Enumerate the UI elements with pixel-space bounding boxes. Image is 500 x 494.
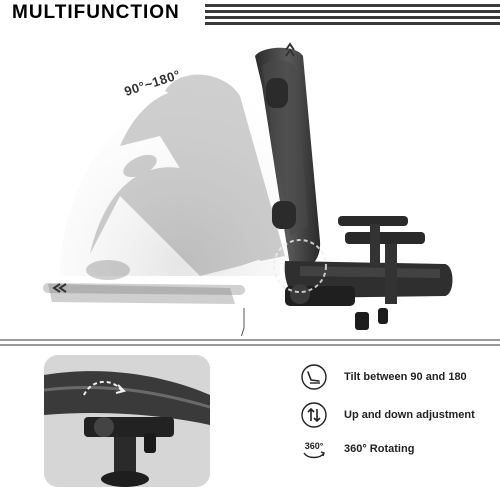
section-divider xyxy=(0,339,500,346)
rotate-360-icon-text: 360° xyxy=(305,441,324,451)
feature-rotate: 360° 360° Rotating xyxy=(300,434,414,464)
feature-height-label: Up and down adjustment xyxy=(344,409,475,421)
double-arrow-up-icon xyxy=(285,42,295,57)
recline-icon xyxy=(300,363,328,391)
recline-arc xyxy=(60,56,280,276)
recline-ghost-positions xyxy=(48,74,285,304)
chair-recline-illustration: 90°~180° xyxy=(0,26,500,367)
mechanism-closeup-graphic xyxy=(44,355,210,487)
up-down-arrows-icon xyxy=(300,401,328,429)
header: MULTIFUNCTION xyxy=(0,0,500,26)
feature-list: Tilt between 90 and 180 Up and down adju… xyxy=(300,360,500,490)
page-title: MULTIFUNCTION xyxy=(12,2,180,23)
chair-recline-graphic xyxy=(43,42,453,367)
rotate-360-icon: 360° xyxy=(300,435,328,463)
feature-tilt: Tilt between 90 and 180 xyxy=(300,362,467,392)
chair xyxy=(255,47,453,330)
feature-height: Up and down adjustment xyxy=(300,400,475,430)
double-arrow-left-icon xyxy=(52,283,67,293)
header-stripes xyxy=(205,4,500,26)
feature-rotate-label: 360° Rotating xyxy=(344,443,415,455)
feature-tilt-label: Tilt between 90 and 180 xyxy=(344,371,467,383)
tilt-mechanism-closeup xyxy=(44,355,210,487)
